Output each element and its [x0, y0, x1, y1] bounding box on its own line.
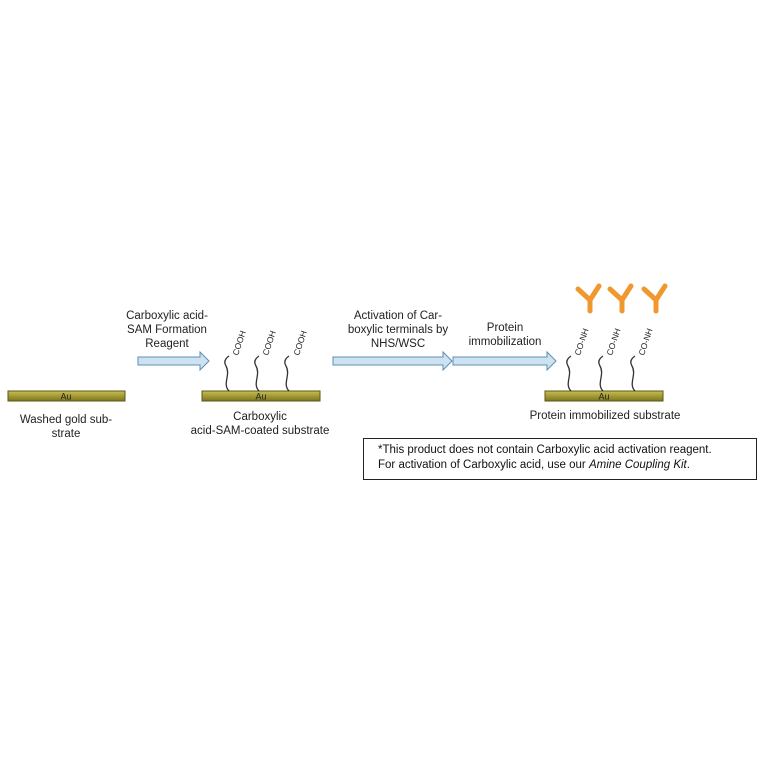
sam-chain-3 — [284, 355, 290, 392]
caption-washed-line-2: strate — [51, 428, 81, 440]
protein-antibody-3 — [641, 283, 668, 314]
arrow-label-immobilization: Protein immobilization — [455, 321, 555, 349]
note-line-2: For activation of Carboxylic acid, use o… — [378, 458, 748, 473]
arrow-activation — [332, 350, 453, 372]
coupled-chain-2 — [598, 355, 604, 392]
arrow-label-activation-line-1: Activation of Car- — [353, 310, 443, 322]
cooh-label-3: COOH — [291, 329, 308, 356]
coupled-chain-1 — [566, 355, 572, 392]
caption-sam-line-2: acid-SAM-coated substrate — [190, 425, 330, 437]
note-line-2-suffix: . — [686, 459, 690, 471]
caption-washed-line-1: Washed gold sub- — [19, 414, 113, 426]
protein-immobilized-substrate: Au CO-NH CO-NH CO-NH — [544, 283, 668, 402]
caption-protein-line-1: Protein immobilized substrate — [529, 410, 681, 422]
cooh-label-2: COOH — [260, 329, 277, 356]
gold-substrate-2 — [201, 390, 321, 402]
washed-gold-substrate: Au — [7, 390, 126, 402]
arrow-label-activation-line-3: NHS/WSC — [370, 338, 426, 350]
product-note-box: *This product does not contain Carboxyli… — [363, 438, 757, 480]
arrow-label-sam-reagent: Carboxylic acid- SAM Formation Reagent — [108, 309, 226, 351]
arrow-sam-formation — [137, 350, 210, 372]
arrow-label-immobilization-line-1: Protein — [486, 322, 524, 334]
substrate-label-1: Au — [60, 392, 71, 402]
caption-sam-coated-substrate: Carboxylic acid-SAM-coated substrate — [180, 410, 340, 438]
substrate-label-3: Au — [598, 392, 609, 402]
arrow-label-sam-line-1: Carboxylic acid- — [126, 310, 208, 322]
arrow-label-activation-line-2: boxylic terminals by — [347, 324, 449, 336]
conh-label-1: CO-NH — [572, 327, 590, 357]
note-line-1: *This product does not contain Carboxyli… — [378, 444, 712, 456]
arrow-label-immobilization-line-2: immobilization — [468, 336, 542, 348]
note-line-2-prefix: For activation of Carboxylic acid, use o… — [378, 459, 589, 471]
caption-protein-substrate: Protein immobilized substrate — [520, 409, 690, 423]
arrow-immobilization — [452, 350, 557, 372]
conh-label-2: CO-NH — [604, 327, 622, 357]
caption-washed-substrate: Washed gold sub- strate — [4, 413, 128, 441]
sam-chain-2 — [254, 355, 260, 392]
substrate-label-2: Au — [255, 392, 266, 402]
coupled-chain-3 — [630, 355, 636, 392]
gold-substrate-3 — [544, 390, 664, 402]
gold-substrate-1 — [7, 390, 126, 402]
conh-label-3: CO-NH — [636, 327, 654, 357]
arrow-label-sam-line-3: Reagent — [145, 338, 189, 350]
protein-antibody-1 — [575, 283, 602, 314]
cooh-label-1: COOH — [230, 329, 247, 356]
note-kit-name: Amine Coupling Kit — [588, 459, 687, 471]
caption-sam-line-1: Carboxylic — [233, 411, 287, 423]
arrow-label-activation: Activation of Car- boxylic terminals by … — [336, 309, 460, 351]
sam-chain-1 — [224, 355, 230, 392]
arrow-label-sam-line-2: SAM Formation — [127, 324, 207, 336]
protein-antibody-2 — [607, 283, 634, 314]
